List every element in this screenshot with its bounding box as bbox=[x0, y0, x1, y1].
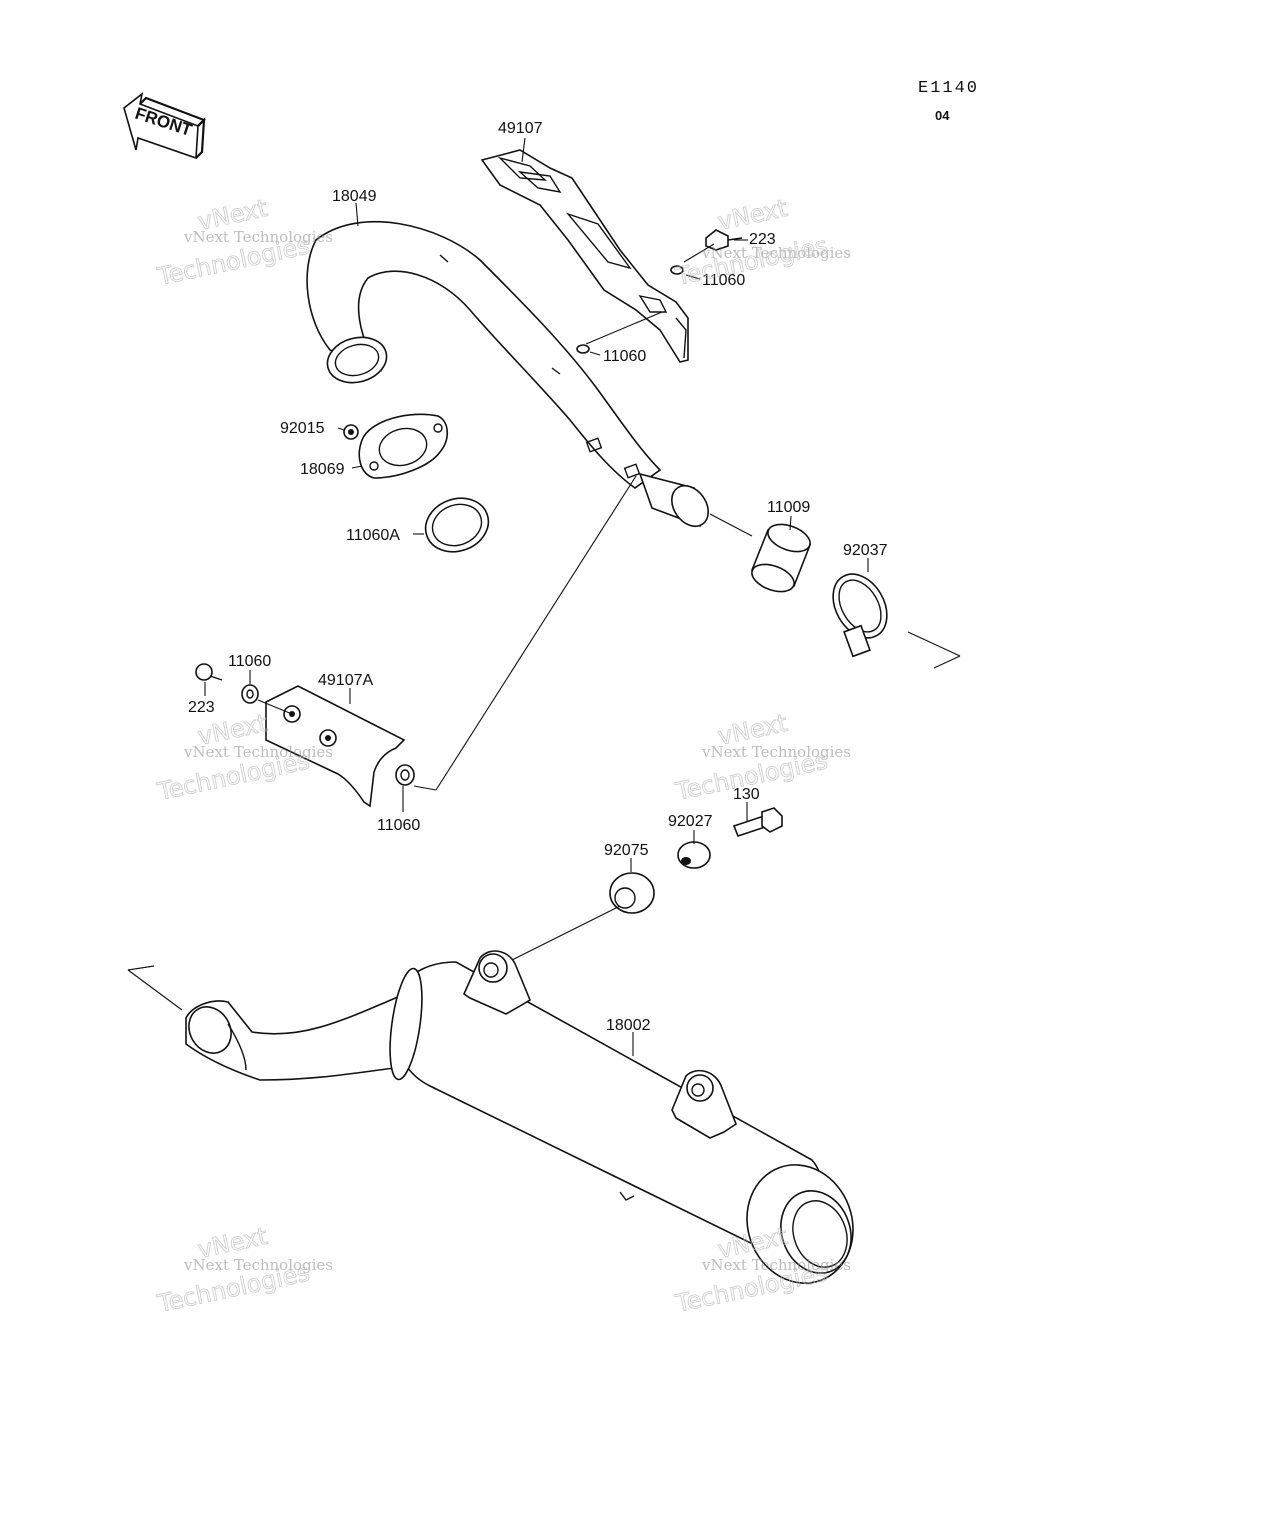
part-label-11060-bottom: 11060 bbox=[377, 817, 420, 834]
leader-lines bbox=[127, 137, 961, 1056]
part-label-11060-mid: 11060 bbox=[603, 348, 646, 365]
sleeve-11009 bbox=[750, 523, 812, 593]
part-label-130: 130 bbox=[733, 786, 760, 803]
muffler-18002 bbox=[185, 950, 854, 1284]
part-label-11060-left: 11060 bbox=[228, 653, 271, 670]
bolt-130-icon bbox=[732, 807, 783, 837]
svg-text:vNext: vNext bbox=[715, 194, 789, 236]
part-label-11060A: 11060A bbox=[346, 527, 400, 544]
svg-text:vNext Technologies: vNext Technologies bbox=[183, 228, 333, 246]
part-label-11009: 11009 bbox=[767, 499, 810, 516]
washer-11060-bottom-icon bbox=[395, 764, 415, 786]
front-arrow-icon: FRONT bbox=[123, 92, 206, 160]
flange-18069 bbox=[358, 413, 449, 479]
nut-92015-icon bbox=[343, 424, 359, 440]
svg-text:vNext Technologies: vNext Technologies bbox=[183, 743, 333, 761]
part-label-92015: 92015 bbox=[280, 420, 325, 437]
svg-text:vNext Technologies: vNext Technologies bbox=[701, 244, 851, 262]
part-label-92075: 92075 bbox=[604, 842, 649, 859]
part-label-18002: 18002 bbox=[606, 1017, 651, 1034]
part-label-223-top: 223 bbox=[749, 231, 776, 248]
sheet-number: 04 bbox=[935, 108, 950, 123]
grommet-92075-icon bbox=[609, 872, 655, 914]
washer-11060-left-icon bbox=[241, 684, 259, 704]
part-label-223-left: 223 bbox=[188, 699, 215, 716]
part-label-92037: 92037 bbox=[843, 542, 888, 559]
part-label-49107A: 49107A bbox=[318, 672, 373, 689]
watermark-mid-right: vNext vNext Technologies Technologies bbox=[672, 708, 851, 806]
washer-11060-mid-icon bbox=[576, 344, 590, 354]
part-label-18069: 18069 bbox=[300, 461, 345, 478]
part-label-11060-top: 11060 bbox=[702, 272, 745, 289]
diagram-code: E1140 bbox=[918, 79, 979, 98]
part-label-18049: 18049 bbox=[332, 188, 377, 205]
heat-guard-49107A bbox=[265, 685, 406, 808]
collar-92027-icon bbox=[677, 841, 711, 869]
part-label-92027: 92027 bbox=[668, 813, 713, 830]
part-label-49107: 49107 bbox=[498, 120, 543, 137]
svg-text:vNext Technologies: vNext Technologies bbox=[701, 1256, 851, 1274]
svg-text:vNext Technologies: vNext Technologies bbox=[701, 743, 851, 761]
heat-guard-49107 bbox=[480, 149, 689, 363]
watermark-bottom-left: vNext vNext Technologies Technologies bbox=[154, 1221, 333, 1318]
svg-text:vNext Technologies: vNext Technologies bbox=[183, 1256, 333, 1274]
bolt-223-left-icon bbox=[195, 663, 223, 681]
clamp-92037 bbox=[832, 573, 888, 658]
exhaust-pipe-18049 bbox=[306, 220, 709, 528]
watermark-mid-left: vNext vNext Technologies Technologies bbox=[154, 708, 333, 806]
gasket-11060A-icon bbox=[424, 497, 490, 553]
washer-11060-top-icon bbox=[670, 265, 684, 275]
